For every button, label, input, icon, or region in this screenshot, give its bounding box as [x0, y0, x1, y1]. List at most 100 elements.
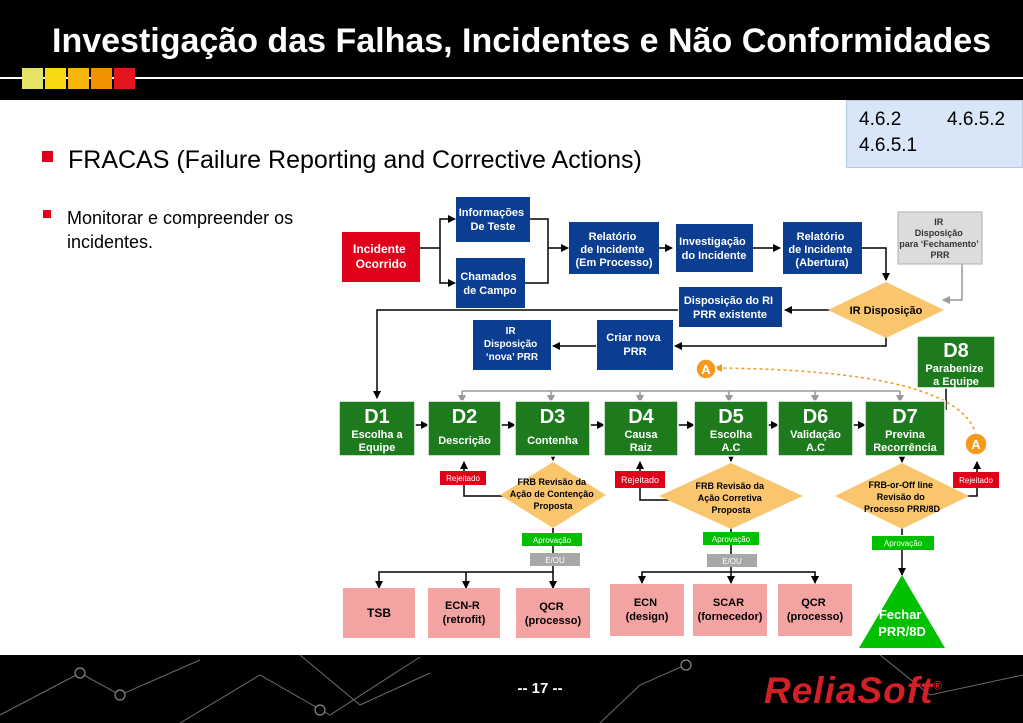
ir-fechamento-line-4: PRR	[930, 250, 950, 260]
relatorio-abertura-line-2: de Incidente	[788, 244, 852, 256]
relatorio-processo-line-3: (Em Processo)	[575, 257, 652, 269]
aprovacao-label-2: Aprovação	[712, 535, 751, 544]
aprovacao-label-3: Aprovação	[884, 539, 923, 548]
aprovacao-label-1: Aprovação	[533, 536, 572, 545]
fechar-triangle	[859, 575, 945, 648]
reference-1: 4.6.2	[859, 109, 902, 130]
d-step-code-d7: D7	[892, 406, 918, 428]
svg-text:FRB Revisão da Ação de Co: FRB Revisão da Ação de Contenção Propost…	[510, 477, 597, 511]
aprovacao-tag-1	[522, 533, 582, 546]
svg-text:QCR (processo): QCR (processo)	[525, 601, 582, 627]
bullet-main-text: FRACAS (Failure Reporting and Corrective…	[68, 146, 642, 174]
frb-contencao-diamond	[500, 462, 606, 528]
ir-fechamento-box	[897, 211, 983, 265]
info-teste-line-1: Informações	[459, 207, 524, 219]
svg-text:Chamados de Campo: Chamados de Campo	[460, 271, 519, 297]
d8-box	[916, 335, 996, 389]
d-step-box-d5	[693, 400, 769, 457]
qcr1-line-2: (processo)	[525, 615, 582, 627]
disposicao-ri-box	[679, 287, 782, 327]
info-teste-line-2: De Teste	[470, 221, 515, 233]
ir-nova-line-2: Disposição	[484, 339, 537, 350]
d-step-box-d4	[603, 400, 679, 457]
relatorio-abertura-line-1: Relatório	[797, 231, 845, 243]
svg-text:ECN (design): ECN (design)	[626, 597, 669, 623]
ir-nova-prr-box	[473, 320, 551, 370]
d8-label-2: a Equipe	[933, 376, 979, 388]
qcr2-line-1: QCR	[801, 597, 826, 609]
scar-box	[693, 584, 767, 636]
svg-text:QCR (processo): QCR (processo)	[787, 597, 844, 623]
qcr2-line-2: (processo)	[787, 611, 844, 623]
ir-nova-line-3: ‘nova’ PRR	[486, 352, 539, 363]
sub-bullet-marker	[43, 210, 51, 218]
qcr1-box	[516, 588, 590, 638]
ir-fechamento-line-1: IR	[934, 217, 944, 227]
svg-text:SCAR (fornecedor): SCAR (fornecedor)	[698, 597, 763, 623]
criar-nova-line-1: Criar nova	[606, 332, 661, 344]
d-step-code-d1: D1	[364, 406, 390, 428]
d-step-label-d1-2: Equipe	[359, 442, 396, 454]
d-step-label-d7-2: Recorrência	[873, 442, 937, 454]
rejeitado-label-3: Rejeitado	[959, 476, 993, 485]
frb-corretiva-diamond	[659, 463, 803, 529]
incidente-line-2: Ocorrido	[356, 257, 407, 271]
bullet-sub-text: Monitorar e compreender os incidentes.	[67, 208, 294, 252]
svg-text:FRB Revisão da Ação Corre: FRB Revisão da Ação Corretiva Proposta	[695, 481, 766, 515]
d-step-code-d4: D4	[628, 406, 654, 428]
rejeitado-tag-1	[440, 471, 486, 485]
reliasoft-logo: ReliaSoft®	[764, 670, 943, 712]
scar-line-2: (fornecedor)	[698, 611, 763, 623]
svg-text:Criar nova PRR: Criar nova PRR	[606, 332, 663, 358]
criar-nova-prr-box	[597, 320, 673, 370]
incidente-line-1: Incidente	[353, 242, 406, 256]
frb3-line-2: Revisão do	[877, 492, 926, 502]
svg-text:Fechar PRR/8D: Fechar PRR/8D	[878, 607, 926, 639]
svg-text:FRB-or-Off line Revisão d: FRB-or-Off line Revisão do Processo PRR/…	[864, 480, 941, 514]
d-step-code-d6: D6	[803, 406, 829, 428]
tsb-box	[343, 588, 415, 638]
d-step-code-d2: D2	[452, 406, 478, 428]
frb1-line-2: Ação de Contenção	[510, 489, 595, 499]
connector-a-right-label: A	[971, 437, 981, 452]
d-step-label-d1-1: Escolha a	[351, 429, 403, 441]
d8-code: D8	[943, 340, 969, 362]
rejeitado-tag-2	[615, 471, 665, 488]
qcr1-line-1: QCR	[539, 601, 564, 613]
d-step-label-d2-1: Descrição	[438, 435, 491, 447]
tsb-label: TSB	[367, 606, 391, 620]
reference-box: 4.6.2 4.6.5.2 4.6.5.1	[846, 100, 1023, 168]
svg-text:Relatório de Incidente: Relatório de Incidente (Em Processo)	[575, 231, 652, 269]
chamados-line-2: de Campo	[463, 285, 516, 297]
eou-label-2: E/OU	[722, 557, 742, 566]
scar-line-1: SCAR	[713, 597, 744, 609]
fechar-line-2: PRR/8D	[878, 624, 926, 639]
qcr2-box	[778, 584, 852, 636]
svg-text:Relatório de Incidente: Relatório de Incidente (Abertura)	[788, 231, 855, 269]
ir-nova-line-1: IR	[506, 326, 517, 337]
aprovacao-tag-3	[872, 536, 934, 550]
footer-bar	[0, 655, 1023, 723]
d-step-label-d6-1: Validação	[790, 429, 841, 441]
eou-label-1: E/OU	[545, 556, 565, 565]
ir-disposicao-diamond	[828, 282, 944, 338]
frb3-line-1: FRB-or-Off line	[868, 480, 933, 490]
ir-disposicao-label: IR Disposição	[850, 305, 923, 317]
reference-3: 4.6.5.1	[859, 135, 918, 156]
d-step-label-d6-2: A.C	[806, 442, 825, 454]
investigacao-line-1: Investigação	[679, 236, 746, 248]
d-step-label-d3-1: Contenha	[527, 435, 579, 447]
frb2-line-1: FRB Revisão da	[695, 481, 765, 491]
page-number: -- 17 --	[517, 680, 563, 697]
eou-tag-1	[530, 553, 580, 566]
criar-nova-line-2: PRR	[623, 346, 646, 358]
reference-2: 4.6.5.2	[947, 109, 1006, 130]
connector-a-top	[695, 358, 717, 380]
aprovacao-tag-2	[703, 532, 759, 545]
svg-text:Disposição do RI PRR exist: Disposição do RI PRR existente	[684, 295, 776, 321]
svg-text:IR Disposição para: IR Disposição para ‘Fechamento’ PRR	[899, 217, 981, 260]
svg-text:ECN-R (retrofit): ECN-R (retrofit)	[443, 600, 486, 626]
accent-square-2	[45, 68, 66, 89]
d-step-code-d3: D3	[540, 406, 566, 428]
d-step-box-d2	[427, 400, 502, 457]
